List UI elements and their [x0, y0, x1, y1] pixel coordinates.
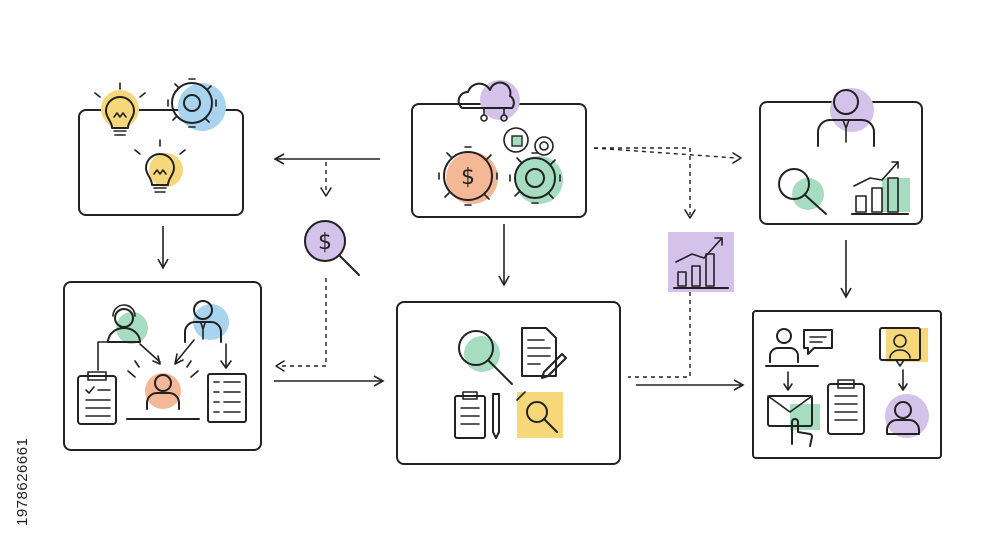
team-connector-lines — [97, 339, 232, 371]
candidate-icon — [126, 360, 200, 420]
dashed-arrow-head — [275, 360, 285, 372]
clipboard-icon — [827, 379, 865, 435]
businessman-icon — [184, 300, 229, 343]
stock-id-text: 1978626661 — [14, 437, 31, 526]
box-frame — [396, 301, 621, 465]
form-icon — [207, 373, 247, 423]
sticky-note-search-icon — [516, 391, 563, 438]
magnifier-icon — [778, 168, 827, 215]
growth-chart-icon — [851, 161, 910, 215]
interview-icon — [765, 328, 833, 367]
lightbulb-icon — [134, 139, 186, 193]
lightbulb-icon — [94, 82, 146, 136]
email-click-icon — [767, 395, 820, 447]
dashed-branch-down — [594, 147, 691, 215]
dashed-arrow-head — [684, 209, 696, 219]
box-manager-analytics — [759, 88, 923, 225]
svg-text:$: $ — [318, 230, 332, 255]
video-call-icon — [879, 327, 928, 367]
businessman-icon — [817, 88, 875, 147]
connectors — [157, 147, 852, 391]
dollar-search-icon: $ — [304, 220, 360, 276]
box-frame — [411, 103, 587, 218]
dashed-search-to-team — [278, 278, 327, 367]
dashed-arrow-head — [732, 152, 742, 164]
cloud-network-icon — [457, 80, 520, 122]
growth-chart-icon — [668, 232, 734, 292]
dashed-arrow-head — [320, 187, 332, 197]
box-finance-gears: $ — [411, 80, 587, 218]
support-person-icon — [107, 304, 148, 344]
green-gear-icon — [509, 152, 563, 204]
dashed-gears-to-manager — [593, 147, 737, 159]
user-icon — [885, 394, 929, 438]
gears-icon — [167, 78, 226, 131]
small-gears-icon — [503, 127, 554, 156]
stock-id-label: 1978626661 — [14, 296, 32, 526]
svg-text:$: $ — [461, 165, 475, 190]
magnifier-icon — [458, 330, 513, 385]
box-research-docs — [396, 301, 621, 465]
box-team-selection — [63, 281, 262, 451]
down-arrows — [783, 369, 908, 391]
document-pen-icon — [521, 327, 567, 379]
dollar-gear-icon: $ — [438, 146, 498, 206]
box-ideas — [78, 78, 244, 216]
clipboard-pencil-icon — [454, 391, 500, 439]
box-hiring-process — [752, 310, 942, 459]
clipboard-icon — [77, 371, 117, 425]
dashed-chart-to-research — [628, 292, 691, 378]
